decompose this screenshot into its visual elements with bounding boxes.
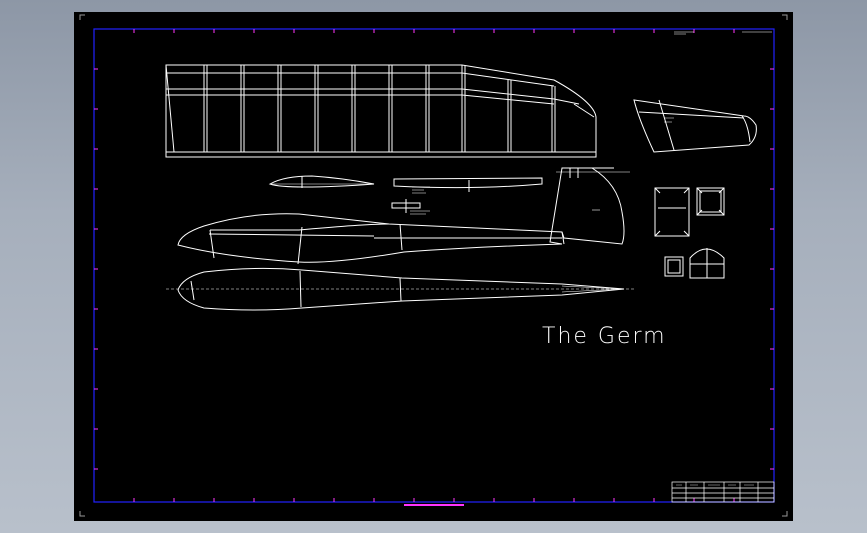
- airfoil-section: [268, 175, 375, 188]
- cad-drawing: [79, 14, 788, 517]
- zone-ticks: [94, 29, 774, 506]
- fuselage-side-view: [177, 167, 630, 265]
- drawing-title: The Germ: [542, 324, 667, 349]
- wing-ribs: [203, 65, 556, 152]
- stab-side: [393, 177, 543, 194]
- wing-plan-view: [165, 64, 597, 158]
- crop-marks: [79, 14, 788, 517]
- tailplane-view: [633, 99, 757, 153]
- title-block: [671, 481, 775, 503]
- sheet-border: [93, 28, 775, 503]
- revision-block: [674, 31, 772, 35]
- fuselage-top-view: [166, 267, 634, 311]
- small-parts: [391, 199, 430, 215]
- cad-viewport[interactable]: The Germ: [74, 12, 793, 521]
- former-sections: [654, 187, 725, 279]
